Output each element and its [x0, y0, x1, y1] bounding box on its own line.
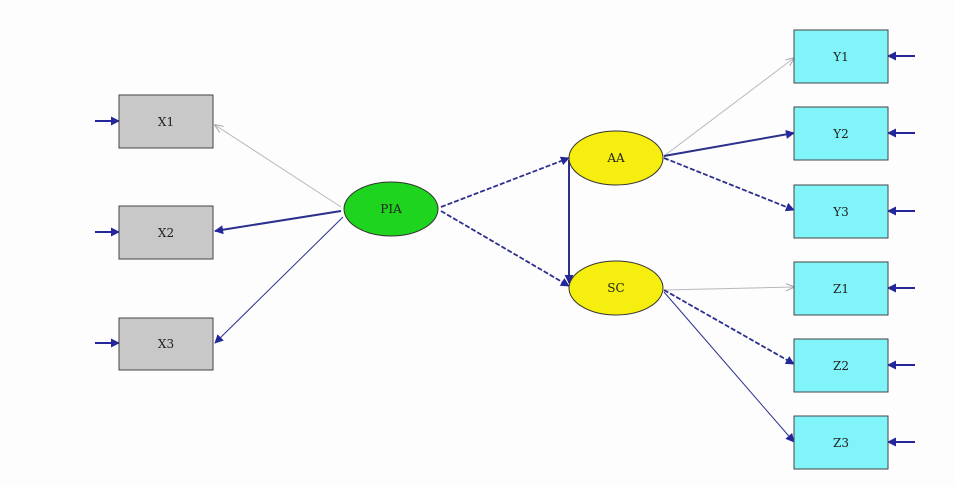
path-aa-to-y1: [663, 58, 794, 157]
path-pia-to-x1: [215, 125, 342, 208]
observed-variable-y3[interactable]: Y3: [793, 184, 889, 239]
latent-variable-pia[interactable]: PIA: [343, 181, 439, 237]
node-label: PIA: [380, 202, 402, 216]
node-label: Y3: [832, 205, 849, 219]
node-label: Z1: [833, 282, 849, 296]
node-label: X1: [158, 115, 174, 129]
node-label: Y2: [832, 127, 849, 141]
latent-variable-sc[interactable]: SC: [568, 260, 664, 316]
path-pia-to-x3: [214, 216, 344, 344]
observed-variable-x2[interactable]: X2: [118, 205, 214, 260]
observed-variable-z1[interactable]: Z1: [793, 261, 889, 316]
node-label: Z3: [833, 436, 849, 450]
observed-variable-x3[interactable]: X3: [118, 317, 214, 371]
path-aa-to-y3: [663, 157, 795, 212]
node-label: Y1: [832, 50, 849, 64]
observed-variable-y2[interactable]: Y2: [793, 106, 889, 161]
observed-variable-x1[interactable]: X1: [118, 94, 214, 149]
path-pia-to-sc: [440, 210, 570, 287]
error-terms: [95, 51, 915, 447]
node-label: X3: [158, 337, 174, 351]
observed-variable-z3[interactable]: Z3: [793, 415, 889, 470]
node-label: AA: [606, 151, 625, 165]
structural-paths: [214, 58, 795, 443]
path-sc-to-z3: [663, 291, 795, 443]
node-label: Z2: [833, 359, 849, 373]
variables: X1 X2 X3 Y1 Y2 Y3 Z1 Z2: [118, 29, 889, 470]
latent-variable-aa[interactable]: AA: [568, 130, 664, 186]
node-label: SC: [607, 281, 624, 295]
path-pia-to-x2: [214, 210, 342, 235]
path-pia-to-aa: [440, 156, 570, 208]
observed-variable-y1[interactable]: Y1: [793, 29, 889, 84]
path-aa-to-y2: [663, 129, 795, 157]
path-sc-to-z1: [663, 287, 794, 290]
node-label: X2: [158, 226, 174, 240]
observed-variable-z2[interactable]: Z2: [793, 338, 889, 393]
path-sc-to-z2: [663, 289, 795, 365]
